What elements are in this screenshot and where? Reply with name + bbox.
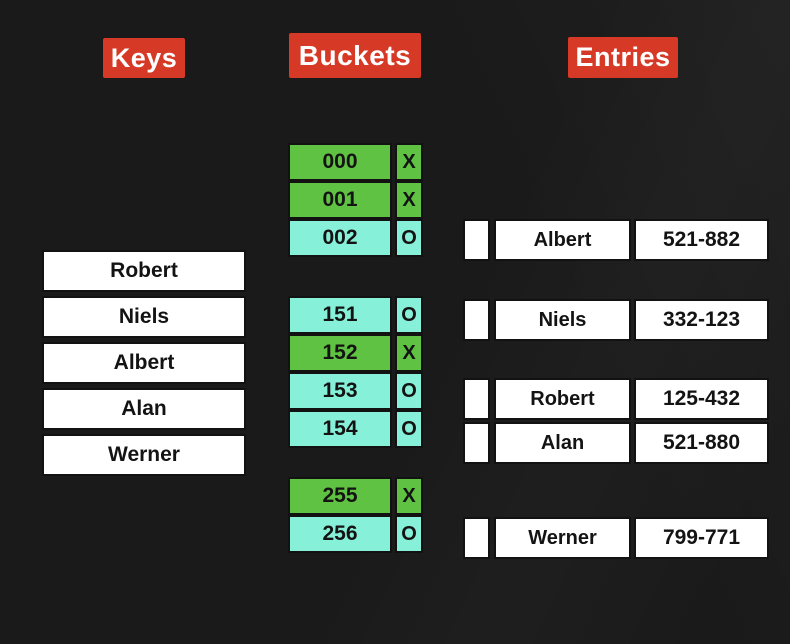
bucket-row: 153 O <box>288 372 424 410</box>
bucket-row: 255 X <box>288 477 424 515</box>
bucket-id: 151 <box>288 296 392 334</box>
entry-marker-box <box>463 219 490 261</box>
header-buckets: Buckets <box>289 33 421 78</box>
header-keys: Keys <box>103 38 185 78</box>
bucket-row: 001 X <box>288 181 424 219</box>
entry-value: 332-123 <box>634 299 769 341</box>
bucket-id: 002 <box>288 219 392 257</box>
entry-marker-box <box>463 422 490 464</box>
bucket-id: 153 <box>288 372 392 410</box>
key-item: Alan <box>42 388 246 430</box>
bucket-group: 000 X 001 X 002 O <box>288 143 424 257</box>
entry-row: Albert 521-882 <box>463 219 769 261</box>
bucket-id: 152 <box>288 334 392 372</box>
bucket-id: 256 <box>288 515 392 553</box>
entry-name: Niels <box>494 299 631 341</box>
entry-row: Werner 799-771 <box>463 517 769 559</box>
bucket-flag: O <box>395 515 423 553</box>
entry-row: Alan 521-880 <box>463 422 769 464</box>
bucket-flag: O <box>395 219 423 257</box>
entry-name: Robert <box>494 378 631 420</box>
bucket-row: 154 O <box>288 410 424 448</box>
bucket-id: 000 <box>288 143 392 181</box>
entry-row: Niels 332-123 <box>463 299 769 341</box>
bucket-group: 151 O 152 X 153 O 154 O <box>288 296 424 448</box>
bucket-id: 255 <box>288 477 392 515</box>
bucket-flag: X <box>395 334 423 372</box>
entry-marker-box <box>463 299 490 341</box>
bucket-id: 001 <box>288 181 392 219</box>
entry-name: Werner <box>494 517 631 559</box>
bucket-row: 151 O <box>288 296 424 334</box>
entry-value: 521-882 <box>634 219 769 261</box>
key-item: Niels <box>42 296 246 338</box>
bucket-flag: O <box>395 296 423 334</box>
bucket-id: 154 <box>288 410 392 448</box>
entry-name: Alan <box>494 422 631 464</box>
entry-value: 521-880 <box>634 422 769 464</box>
bucket-flag: X <box>395 181 423 219</box>
bucket-flag: O <box>395 410 423 448</box>
bucket-row: 000 X <box>288 143 424 181</box>
bucket-flag: X <box>395 477 423 515</box>
entry-row: Robert 125-432 <box>463 378 769 420</box>
bucket-row: 256 O <box>288 515 424 553</box>
key-item: Werner <box>42 434 246 476</box>
key-item: Albert <box>42 342 246 384</box>
bucket-group: 255 X 256 O <box>288 477 424 553</box>
entry-value: 125-432 <box>634 378 769 420</box>
entry-marker-box <box>463 378 490 420</box>
bucket-flag: O <box>395 372 423 410</box>
bucket-flag: X <box>395 143 423 181</box>
entry-value: 799-771 <box>634 517 769 559</box>
keys-column: Robert Niels Albert Alan Werner <box>42 250 246 476</box>
entry-name: Albert <box>494 219 631 261</box>
entry-marker-box <box>463 517 490 559</box>
key-item: Robert <box>42 250 246 292</box>
bucket-row: 002 O <box>288 219 424 257</box>
header-entries: Entries <box>568 37 678 78</box>
bucket-row: 152 X <box>288 334 424 372</box>
